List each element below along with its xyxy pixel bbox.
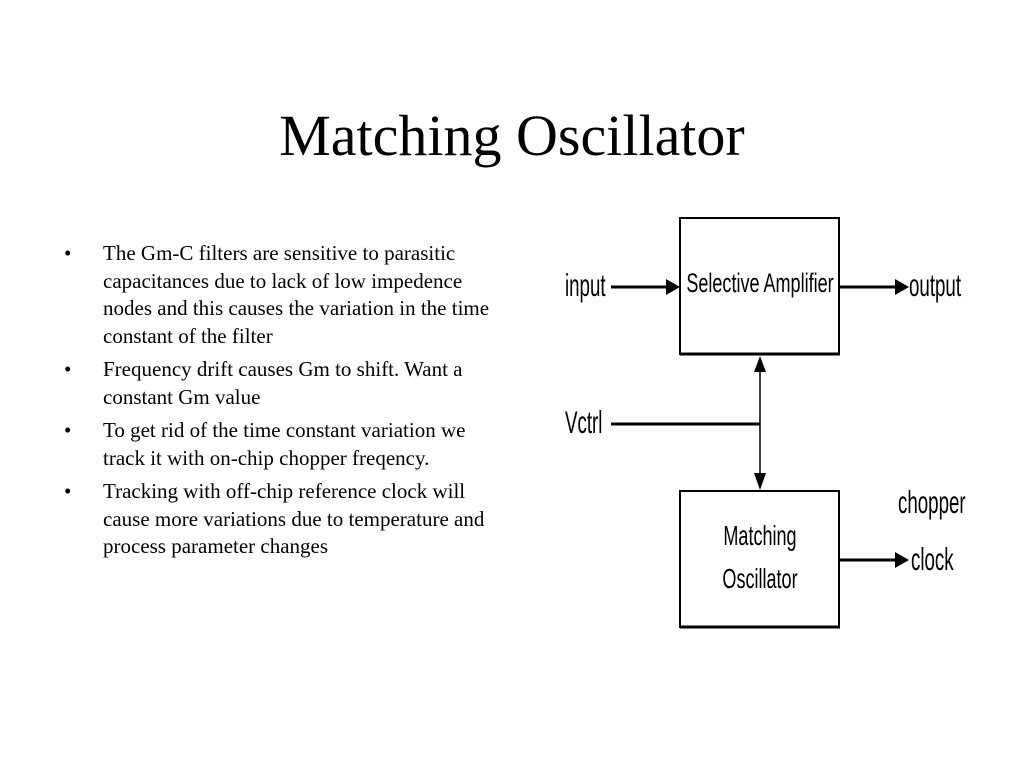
control-link-arrowhead-down (754, 473, 766, 490)
selective-amplifier-block (679, 217, 840, 355)
bullet-list: • The Gm-C filters are sensitive to para… (60, 240, 500, 567)
chopper-arrowhead (895, 552, 909, 568)
bullet-marker: • (64, 479, 72, 503)
bullet-item: • Tracking with off-chip reference clock… (60, 478, 500, 561)
matching-oscillator-block (679, 490, 840, 628)
bullet-text: Frequency drift causes Gm to shift. Want… (103, 357, 463, 409)
matching-oscillator-label-line1: Matching (723, 520, 796, 551)
chopper-label-line2: clock (911, 543, 954, 577)
bullet-item: • The Gm-C filters are sensitive to para… (60, 240, 500, 350)
control-link-arrowhead-up (754, 356, 766, 372)
bullet-item: • To get rid of the time constant variat… (60, 417, 500, 472)
output-arrowhead (895, 279, 909, 295)
selective-amplifier-label: Selective Amplifier (686, 269, 834, 298)
bullet-marker: • (64, 357, 72, 381)
chopper-label-line1: chopper (898, 486, 966, 520)
bullet-item: • Frequency drift causes Gm to shift. Wa… (60, 356, 500, 411)
output-label: output (909, 269, 961, 303)
bullet-text: To get rid of the time constant variatio… (103, 418, 466, 470)
input-arrowhead (666, 279, 680, 295)
slide-title: Matching Oscillator (279, 103, 745, 168)
bullet-text: The Gm-C filters are sensitive to parasi… (103, 241, 490, 348)
matching-oscillator-label-line2: Oscillator (722, 563, 797, 594)
bullet-text: Tracking with off-chip reference clock w… (103, 479, 485, 558)
vctrl-label: Vctrl (565, 406, 602, 440)
bullet-marker: • (64, 418, 72, 442)
bullet-marker: • (64, 241, 72, 265)
input-label: input (565, 269, 606, 303)
